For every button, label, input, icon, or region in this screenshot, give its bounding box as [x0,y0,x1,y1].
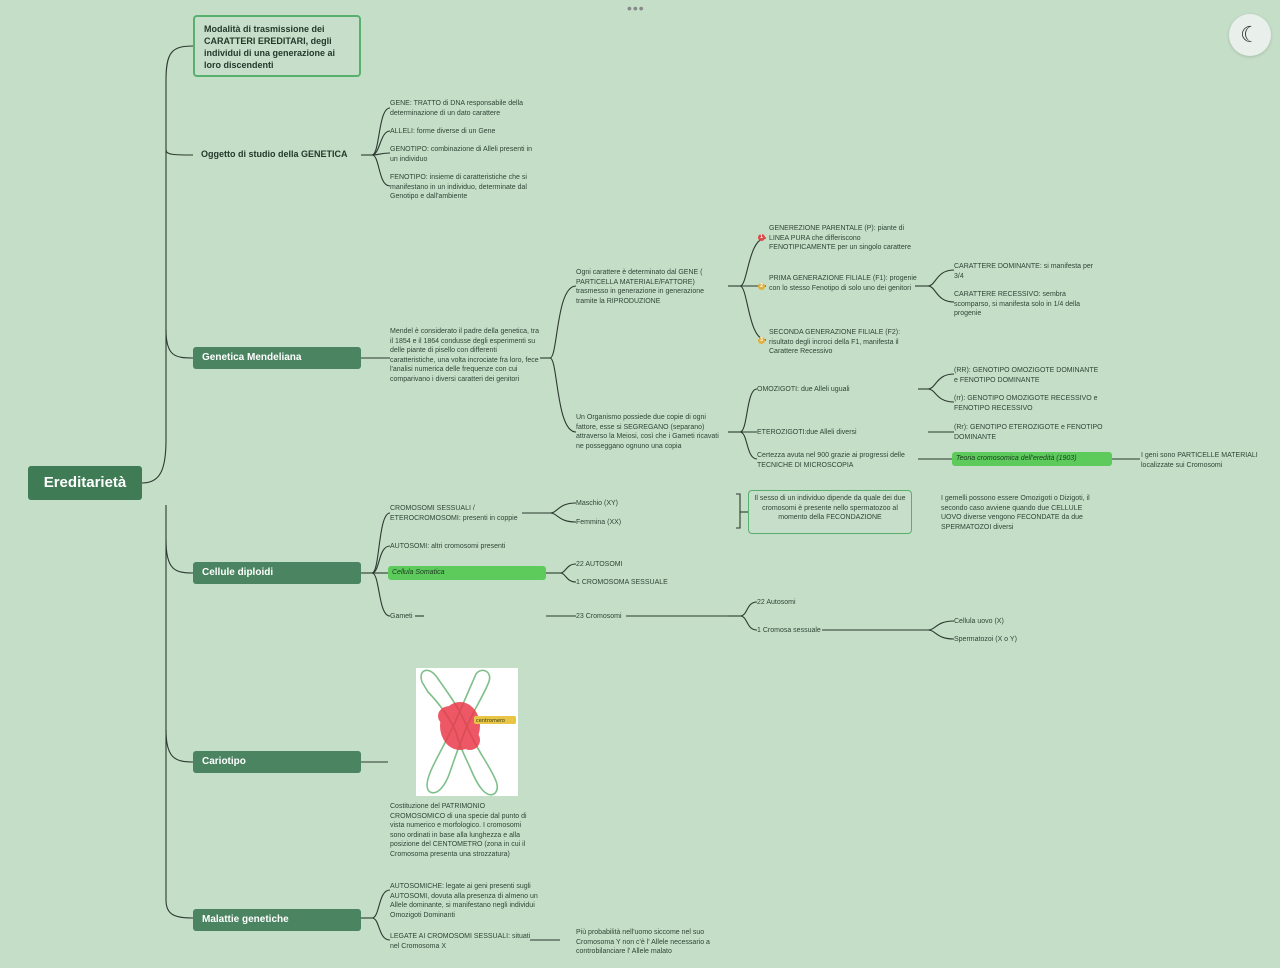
autosomi22-text: 22 AUTOSOMI [576,561,623,568]
uovo-text: Cellula uovo (X) [954,618,1004,625]
omozigoti-text: OMOZIGOTI: due Alleli uguali [757,386,850,393]
genotipo-text: GENOTIPO: combinazione di Alleli present… [390,146,533,163]
spermatozoi-text: Spermatozoi (X o Y) [954,636,1017,643]
law2-text: Un Organismo possiede due copie di ogni … [576,414,719,450]
mendel-intro-text: Mendel è considerato il padre della gene… [390,328,540,383]
sesso-node[interactable]: Il sesso di un individuo dipende da qual… [748,490,912,534]
cromosa-sess-text: 1 Cromosa sessuale [757,627,821,634]
mendel-node[interactable]: Genetica Mendeliana [193,347,361,369]
sesso-text: Il sesso di un individuo dipende da qual… [754,495,906,521]
diploidi-node[interactable]: Cellule diploidi [193,562,361,584]
priority-badge-icon: 3 [758,337,765,344]
gen-p-text: GENEREZIONE PARENTALE (P): piante di LIN… [769,225,911,251]
probabilita-text: Più probabilità nell'uomo siccome nel su… [576,929,710,955]
recessivo-text: CARATTERE RECESSIVO: sembra scomparso, s… [954,291,1081,317]
more-options-icon[interactable]: ••• [627,0,645,16]
law1-text: Ogni carattere è determinato dal GENE ( … [576,269,705,305]
teoria-node[interactable]: Teoria cromosomica dell'eredità (1903) [952,452,1112,466]
fenotipo-text: FENOTIPO: insieme di caratteristiche che… [390,174,527,200]
autosomi-text: AUTOSOMI: altri cromosomi presenti [390,543,506,550]
rr-het-text: (Rr): GENOTIPO ETEROZIGOTE e FENOTIPO DO… [954,424,1103,441]
rr-dom-text: (RR): GENOTIPO OMOZIGOTE DOMINANTE e FEN… [954,367,1099,384]
gameti-text: Gameti [390,613,413,620]
alleli-text: ALLELI: forme diverse di un Gene [390,128,496,135]
intro-text: Modalità di trasmissione dei CARATTERI E… [204,24,336,70]
intro-node[interactable]: Modalità di trasmissione dei CARATTERI E… [193,15,361,77]
rr-rec-text: (rr): GENOTIPO OMOZIGOTE RECESSIVO e FEN… [954,395,1098,412]
somatica-node[interactable]: Cellula Somatica [388,566,546,580]
gen-f1-text: PRIMA GENERAZIONE FILIALE (F1): progenie… [769,275,917,292]
root-node[interactable]: Ereditarietà [28,466,142,500]
autosomiche-text: AUTOSOMICHE: legate ai geni presenti sug… [390,883,538,919]
gene-text: GENE: TRATTO di DNA responsabile della d… [390,100,524,117]
cariotipo-desc-text: Costituzione del PATRIMONIO CROMOSOMICO … [390,803,527,858]
centromero-label: centromero [476,718,505,724]
cromosomi23-text: 23 Cromosomi [576,613,622,620]
certezza-text: Certezza avuta nel 900 grazie ai progres… [757,452,905,469]
sessuali-text: CROMOSOMI SESSUALI / ETEROCROMOSOMI: pre… [390,505,518,522]
cariotipo-node[interactable]: Cariotipo [193,751,361,773]
gemelli-text: I gemelli possono essere Omozigoti o Diz… [941,495,1090,531]
dominante-text: CARATTERE DOMINANTE: si manifesta per 3/… [954,263,1094,280]
particelle-text: I geni sono PARTICELLE MATERIALI localiz… [1141,452,1258,469]
chromosome-image: centromero [416,668,518,796]
cromosoma-sess-text: 1 CROMOSOMA SESSUALE [576,579,668,586]
gen-f2-text: SECONDA GENERAZIONE FILIALE (F2): risult… [769,329,901,355]
priority-badge-icon: 2 [758,283,765,290]
malattie-node[interactable]: Malattie genetiche [193,909,361,931]
theme-toggle-icon[interactable]: ☾ [1229,14,1271,56]
maschio-text: Maschio (XY) [576,500,619,507]
legate-text: LEGATE AI CROMOSOMI SESSUALI: situati ne… [390,933,531,950]
eterozigoti-text: ETEROZIGOTI:due Alleli diversi [757,429,857,436]
femmina-text: Femmina (XX) [576,519,622,526]
autosomi22b-text: 22 Autosomi [757,599,796,606]
priority-badge-icon: 1 [758,234,765,241]
oggetto-node[interactable]: Oggetto di studio della GENETICA [201,149,348,159]
